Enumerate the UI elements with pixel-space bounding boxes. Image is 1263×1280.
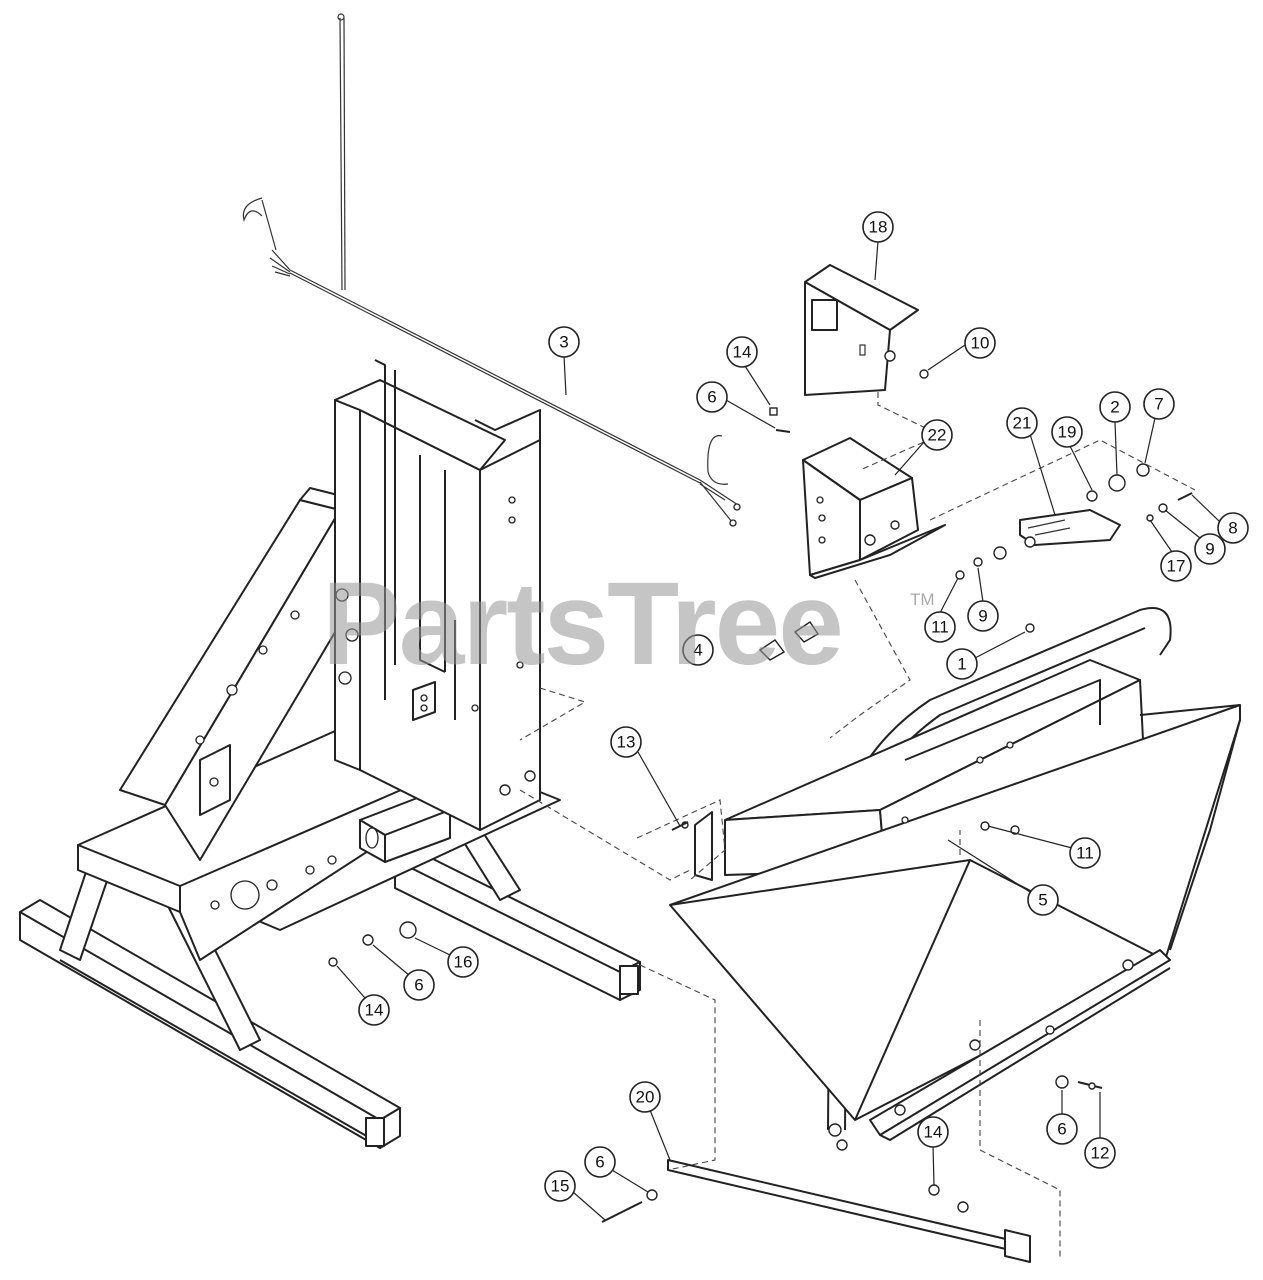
callout-17[interactable]: 17 bbox=[1160, 550, 1192, 582]
callout-label: 10 bbox=[971, 334, 990, 353]
callout-label: 19 bbox=[1058, 423, 1077, 442]
callout-2[interactable]: 2 bbox=[1099, 391, 1131, 423]
callouts: 3 18 10 14 6 22 21 bbox=[336, 211, 1249, 1221]
callout-15[interactable]: 15 bbox=[544, 1170, 576, 1202]
callout-19[interactable]: 19 bbox=[1051, 416, 1083, 448]
callout-4[interactable]: 4 bbox=[682, 634, 714, 666]
callout-label: 13 bbox=[617, 733, 636, 752]
callout-6[interactable]: 6 bbox=[1046, 1113, 1078, 1145]
callout-7[interactable]: 7 bbox=[1143, 388, 1175, 420]
callout-label: 7 bbox=[1154, 395, 1163, 414]
callout-6[interactable]: 6 bbox=[403, 969, 435, 1001]
chute-housing bbox=[334, 359, 541, 831]
callout-label: 9 bbox=[1205, 540, 1214, 559]
callout-5[interactable]: 5 bbox=[1027, 884, 1059, 916]
callout-label: 5 bbox=[1038, 891, 1047, 910]
control-box-bracket bbox=[758, 437, 946, 661]
callout-20[interactable]: 20 bbox=[629, 1081, 661, 1113]
callout-1[interactable]: 1 bbox=[946, 648, 978, 680]
callout-label: 6 bbox=[595, 1153, 604, 1172]
callout-label: 6 bbox=[707, 388, 716, 407]
callout-9[interactable]: 9 bbox=[967, 600, 999, 632]
callout-label: 17 bbox=[1167, 557, 1186, 576]
callout-8[interactable]: 8 bbox=[1217, 512, 1249, 544]
callout-label: 11 bbox=[931, 618, 949, 637]
callout-10[interactable]: 10 bbox=[964, 327, 996, 359]
bracket-hardware bbox=[769, 369, 929, 433]
watermark-trademark: TM bbox=[910, 590, 935, 609]
callout-label: 20 bbox=[636, 1088, 655, 1107]
support-bar bbox=[601, 1159, 1031, 1263]
callout-14[interactable]: 14 bbox=[917, 1116, 949, 1148]
callout-6[interactable]: 6 bbox=[584, 1146, 616, 1178]
callout-14[interactable]: 14 bbox=[726, 336, 758, 368]
callout-3[interactable]: 3 bbox=[548, 326, 580, 358]
callout-label: 6 bbox=[414, 976, 423, 995]
callout-label: 12 bbox=[1091, 1144, 1110, 1163]
callout-label: 6 bbox=[1057, 1120, 1066, 1139]
control-box-cover bbox=[804, 264, 919, 396]
callout-21[interactable]: 21 bbox=[1006, 407, 1038, 439]
hopper-hardware bbox=[1055, 1075, 1103, 1090]
callout-label: 14 bbox=[733, 343, 752, 362]
assembly-guide-lines bbox=[519, 392, 1196, 1260]
wire-harness bbox=[242, 13, 741, 527]
callout-6[interactable]: 6 bbox=[696, 381, 728, 413]
callout-label: 14 bbox=[924, 1123, 943, 1142]
chute-bottom-hardware bbox=[328, 770, 536, 967]
callout-16[interactable]: 16 bbox=[447, 946, 479, 978]
callout-label: 16 bbox=[454, 953, 473, 972]
callout-label: 15 bbox=[551, 1177, 570, 1196]
discharge-hopper bbox=[669, 607, 1241, 1151]
callout-label: 3 bbox=[559, 333, 568, 352]
callout-label: 11 bbox=[1076, 844, 1094, 863]
callout-label: 8 bbox=[1228, 519, 1237, 538]
callout-label: 14 bbox=[365, 1001, 384, 1020]
callout-11[interactable]: 11 bbox=[1069, 837, 1101, 869]
callout-13[interactable]: 13 bbox=[610, 726, 642, 758]
callout-label: 4 bbox=[693, 641, 702, 660]
callout-label: 21 bbox=[1013, 414, 1032, 433]
lever-assembly bbox=[955, 463, 1193, 633]
callout-label: 22 bbox=[928, 426, 947, 445]
callout-12[interactable]: 12 bbox=[1084, 1137, 1116, 1169]
callout-22[interactable]: 22 bbox=[921, 419, 953, 451]
callout-label: 18 bbox=[869, 218, 888, 237]
callout-14[interactable]: 14 bbox=[358, 994, 390, 1026]
callout-9[interactable]: 9 bbox=[1194, 533, 1226, 565]
callout-11[interactable]: 11 bbox=[924, 611, 956, 643]
callout-label: 2 bbox=[1110, 398, 1119, 417]
callout-label: 1 bbox=[957, 655, 966, 674]
callout-18[interactable]: 18 bbox=[862, 211, 894, 243]
callout-label: 9 bbox=[978, 607, 987, 626]
watermark-logo: PartsTree bbox=[322, 558, 844, 690]
